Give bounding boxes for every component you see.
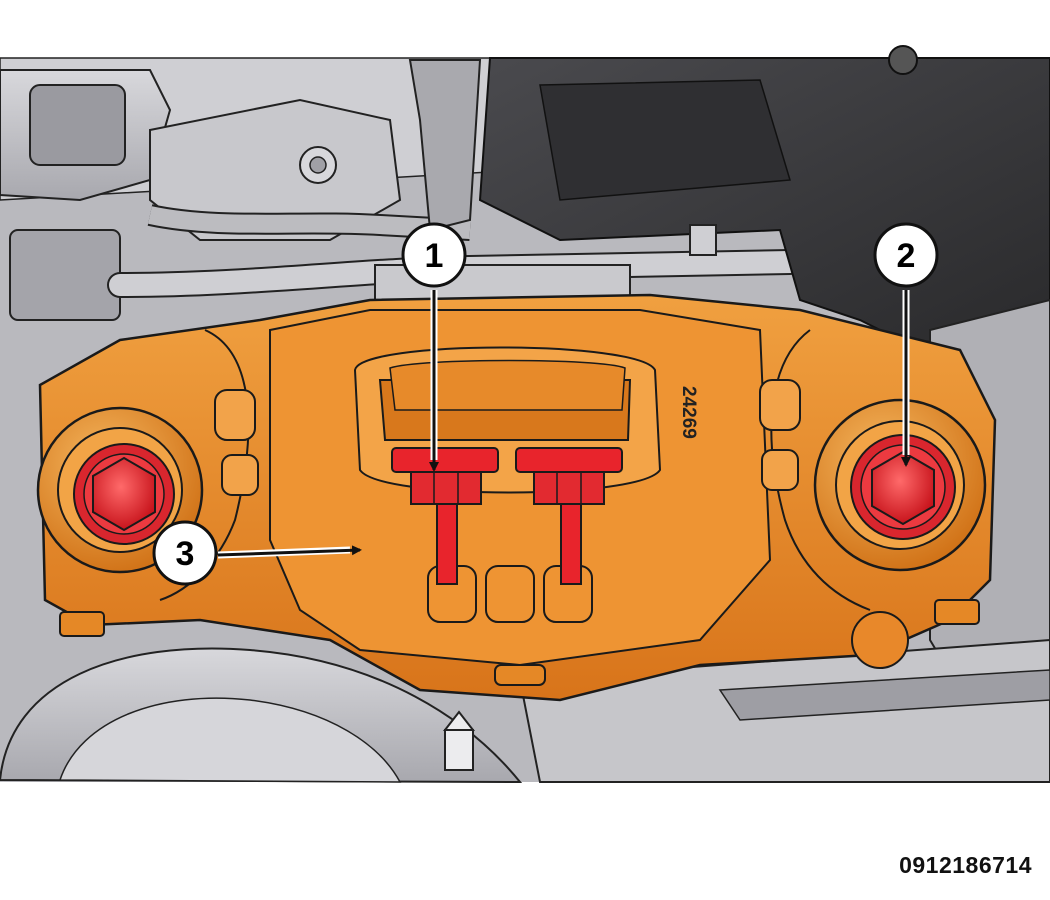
figure-id: 0912186714 — [899, 852, 1032, 878]
callout-2: 2 — [873, 222, 939, 288]
callout-1: 1 — [401, 222, 467, 288]
callout-1-label: 1 — [425, 237, 444, 275]
callout-3-label: 3 — [176, 535, 195, 573]
mount-to-transmission-nuts — [391, 447, 623, 585]
left-mount-bolt — [73, 443, 175, 545]
callout-2-label: 2 — [897, 237, 916, 275]
callout-3: 3 — [152, 520, 218, 586]
mount-to-crossmember-bolt — [850, 434, 956, 540]
casting-number: 24269 — [678, 386, 699, 439]
callout-arrows — [217, 290, 911, 559]
